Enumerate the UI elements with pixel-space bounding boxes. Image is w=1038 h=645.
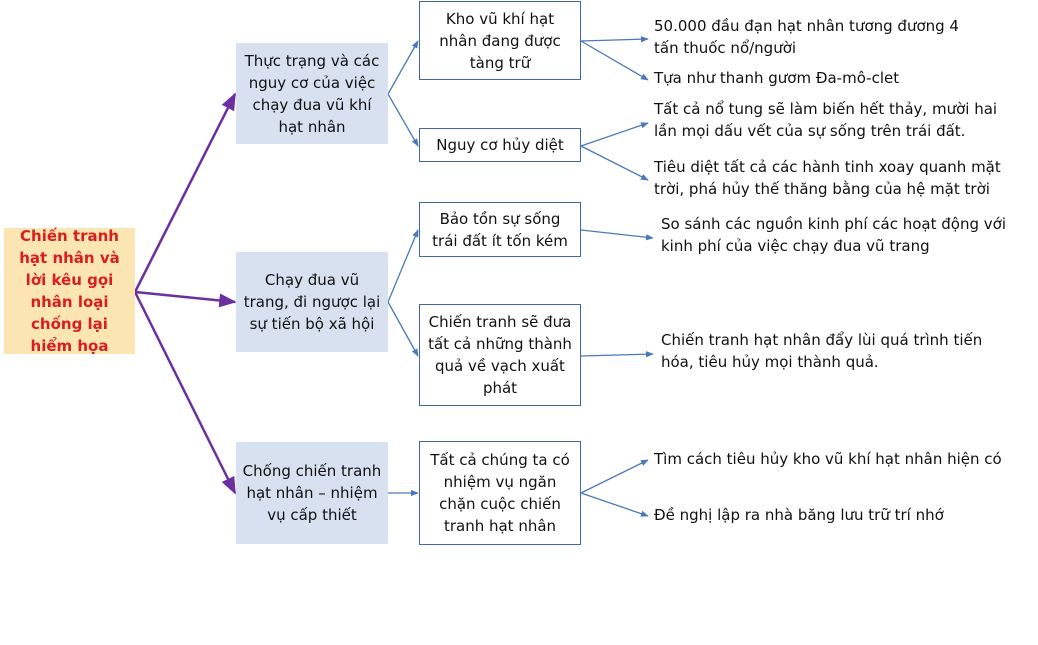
note-all-explode: Tất cả nổ tung sẽ làm biến hết thảy, mườ… <box>654 100 998 140</box>
arrow-c1-n2 <box>580 40 649 81</box>
arrow-c2-n1 <box>580 122 649 147</box>
child-node-preserve-life: Bảo tồn sự sống trái đất ít tốn kém <box>419 202 581 257</box>
arrow-c5-n2 <box>580 492 649 517</box>
child-node-destruction-risk: Nguy cơ hủy diệt <box>419 128 581 162</box>
arrow-b2-to-c4 <box>387 301 419 357</box>
child-node-arsenal: Kho vũ khí hạt nhân đang được tàng trữ <box>419 1 581 80</box>
branch-node-arms-race: Chạy đua vũ trang, đi ngược lại sự tiến … <box>236 252 388 352</box>
child-label: Bảo tồn sự sống trái đất ít tốn kém <box>432 209 568 250</box>
root-label: Chiến tranh hạt nhân và lời kêu gọi nhân… <box>19 227 120 355</box>
note-destroy-planets: Tiêu diệt tất cả các hành tinh xoay quan… <box>654 158 1001 198</box>
arrow-root-to-branch-1 <box>133 92 237 293</box>
note-destroy-arsenal: Tìm cách tiêu hủy kho vũ khí hạt nhân hi… <box>654 450 1002 468</box>
branch-label: Chạy đua vũ trang, đi ngược lại sự tiến … <box>243 271 381 333</box>
arrow-b1-to-c2 <box>387 93 419 147</box>
note-compare-funds: So sánh các nguồn kinh phí các hoạt động… <box>661 215 1006 255</box>
arrow-c2-n2 <box>580 145 649 181</box>
branch-label: Thực trạng và các nguy cơ của việc chạy … <box>244 51 380 136</box>
child-node-prevent-war: Tất cả chúng ta có nhiệm vụ ngăn chặn cu… <box>419 441 581 545</box>
arrow-c4-n1 <box>580 351 654 358</box>
note-damocles: Tựa như thanh gươm Đa-mô-clet <box>654 69 900 87</box>
branch-label: Chống chiến tranh hạt nhân – nhiệm vụ cấ… <box>242 462 382 524</box>
branch-node-status-risks: Thực trạng và các nguy cơ của việc chạy … <box>236 43 388 144</box>
root-node: Chiến tranh hạt nhân và lời kêu gọi nhân… <box>4 227 135 355</box>
note-regress-evolution: Chiến tranh hạt nhân đẩy lùi quá trình t… <box>661 331 983 371</box>
arrow-c1-n1 <box>580 36 649 43</box>
arrow-root-to-branch-2 <box>134 290 237 308</box>
child-label: Nguy cơ hủy diệt <box>436 136 564 154</box>
child-label: Chiến tranh sẽ đưa tất cả những thành qu… <box>428 313 572 397</box>
arrow-b1-to-c1 <box>387 40 419 95</box>
branch-node-anti-war: Chống chiến tranh hạt nhân – nhiệm vụ cấ… <box>236 442 388 544</box>
arrow-root-to-branch-3 <box>133 291 237 495</box>
child-label: Kho vũ khí hạt nhân đang được tàng trữ <box>439 9 561 72</box>
note-warheads: 50.000 đầu đạn hạt nhân tương đương 4 tấ… <box>654 17 959 57</box>
child-label: Tất cả chúng ta có nhiệm vụ ngăn chặn cu… <box>430 451 570 535</box>
arrow-b2-to-c3 <box>387 229 419 303</box>
arrow-c3-n1 <box>580 229 654 241</box>
note-memory-bank: Đề nghị lập ra nhà băng lưu trữ trí nhớ <box>654 506 944 524</box>
arrow-c5-n1 <box>580 459 649 494</box>
child-node-back-to-start: Chiến tranh sẽ đưa tất cả những thành qu… <box>419 304 581 406</box>
